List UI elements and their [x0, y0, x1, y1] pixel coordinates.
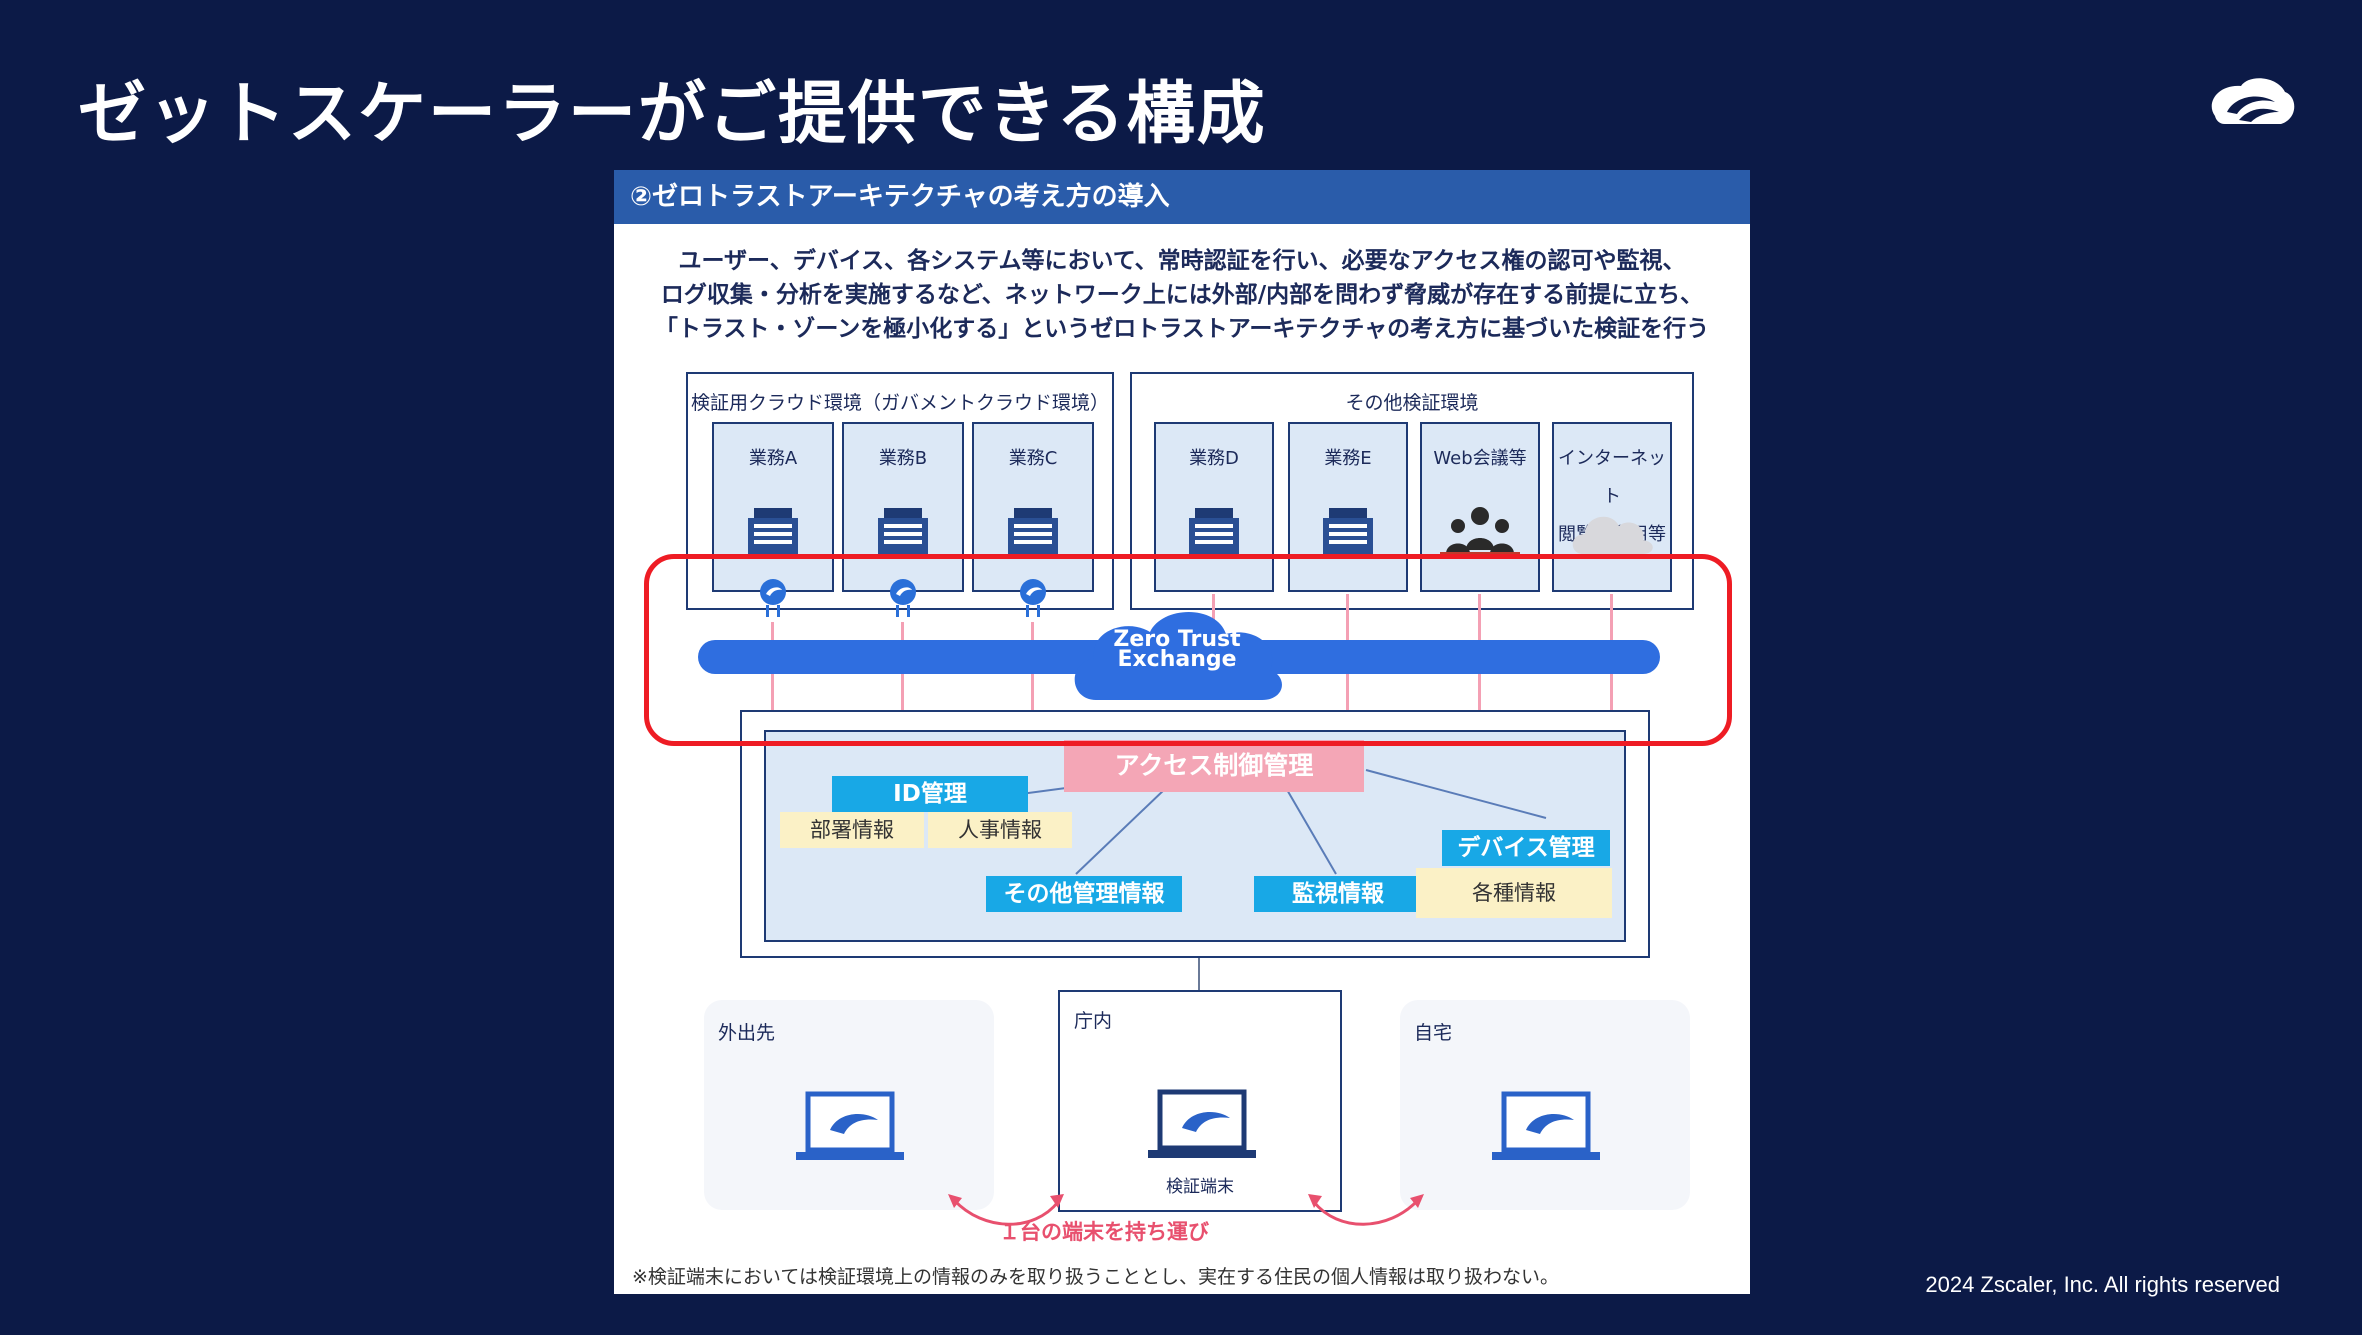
server-icon: [1319, 508, 1377, 559]
zscaler-logo-icon: [2211, 78, 2295, 124]
other-management-info-tag: その他管理情報: [986, 876, 1182, 912]
device-caption: 検証端末: [1166, 1177, 1234, 1197]
service-label: Web会議等: [1433, 448, 1527, 469]
slide-title: ゼットスケーラーがご提供できる構成: [78, 75, 1267, 154]
description-line: 「トラスト・ゾーンを極小化する」というゼロトラストアーキテクチャの考え方に基づい…: [654, 316, 1710, 342]
device-management-tag: デバイス管理: [1442, 830, 1610, 866]
location-label: 外出先: [718, 1022, 776, 1044]
server-icon: [874, 508, 932, 559]
laptop-icon: [1492, 1091, 1600, 1160]
people-icon: [1440, 507, 1520, 558]
description-line: ユーザー、デバイス、各システム等において、常時認証を行い、必要なアクセス権の認可…: [678, 248, 1686, 274]
location-label: 自宅: [1414, 1022, 1453, 1044]
other-environment-label: その他検証環境: [1345, 392, 1479, 414]
service-web-conference: Web会議等: [1420, 422, 1540, 592]
server-icon: [1004, 508, 1062, 559]
various-info-tag: 各種情報: [1416, 868, 1612, 918]
service-label: 業務A: [748, 448, 798, 469]
cloud-environment-label: 検証用クラウド環境（ガバメントクラウド環境）: [690, 392, 1109, 414]
server-icon: [744, 508, 802, 559]
service-label: 業務D: [1189, 448, 1239, 469]
hr-info-tag: 人事情報: [928, 812, 1072, 848]
management-area: アクセス制御管理 ID管理 部署情報 人事情報 その他管理情報 監視情報 デバイ…: [740, 710, 1650, 958]
ztx-label-line1: Zero Trust: [1113, 627, 1241, 652]
service-internet: インターネット 閲覧・利用等: [1552, 422, 1672, 592]
location-home: 自宅: [1400, 1000, 1690, 1210]
service-label: 業務E: [1324, 448, 1372, 469]
architecture-panel: ②ゼロトラストアーキテクチャの考え方の導入 ユーザー、デバイス、各システム等にお…: [614, 170, 1750, 1294]
service-label: 業務B: [878, 448, 928, 469]
ztx-label-line2: Exchange: [1117, 647, 1237, 672]
ztx-highlight-frame: [644, 554, 1732, 746]
department-info-tag: 部署情報: [780, 812, 924, 848]
cloud-icon: [1572, 516, 1653, 554]
panel-description: ユーザー、デバイス、各システム等において、常時認証を行い、必要なアクセス権の認可…: [614, 244, 1750, 346]
carry-note: １台の端末を持ち運び: [999, 1220, 1209, 1244]
location-label: 庁内: [1074, 1010, 1113, 1032]
connection-line: [1212, 594, 1215, 634]
id-management-tag: ID管理: [832, 776, 1028, 812]
management-inner: アクセス制御管理 ID管理 部署情報 人事情報 その他管理情報 監視情報 デバイ…: [764, 730, 1626, 942]
location-office: 庁内 検証端末: [1058, 990, 1342, 1212]
server-icon: [1185, 508, 1243, 559]
description-line: ログ収集・分析を実施するなど、ネットワーク上には外部/内部を問わず脅威が存在する…: [660, 282, 1704, 308]
connector-icon: [760, 579, 786, 617]
ztx-label: Zero Trust Exchange: [1066, 627, 1288, 672]
access-control-tag: アクセス制御管理: [1064, 740, 1364, 792]
service-a: 業務A: [712, 422, 834, 592]
carry-arrows: [948, 1194, 1424, 1226]
service-label: 業務C: [1008, 448, 1058, 469]
copyright: 2024 Zscaler, Inc. All rights reserved: [1925, 1272, 2280, 1297]
connector-icon: [890, 579, 916, 617]
service-c: 業務C: [972, 422, 1094, 592]
monitoring-info-tag: 監視情報: [1254, 876, 1422, 912]
footnote: ※検証端末においては検証環境上の情報のみを取り扱うこととし、実在する住民の個人情…: [632, 1266, 1559, 1288]
service-e: 業務E: [1288, 422, 1408, 592]
panel-header: ②ゼロトラストアーキテクチャの考え方の導入: [614, 170, 1750, 224]
location-outside: 外出先: [704, 1000, 994, 1210]
laptop-icon: [796, 1091, 904, 1160]
connector-icon: [1020, 579, 1046, 617]
ztx-cloud-icon: [1074, 612, 1282, 700]
laptop-icon: [1148, 1089, 1256, 1158]
service-d: 業務D: [1154, 422, 1274, 592]
service-b: 業務B: [842, 422, 964, 592]
